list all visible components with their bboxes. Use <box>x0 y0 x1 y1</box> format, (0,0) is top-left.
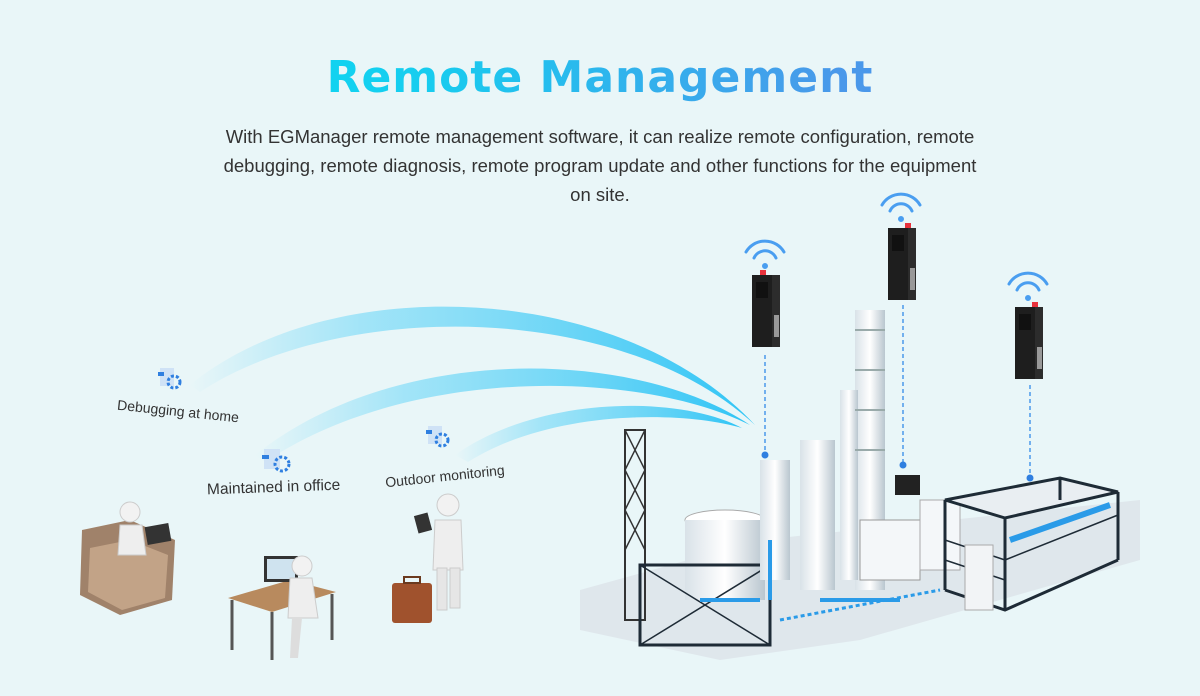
gateway-device <box>744 239 786 347</box>
signal-arc-outdoor <box>455 405 742 462</box>
signal-arc-office <box>255 368 750 462</box>
outdoor-person-illustration <box>392 493 464 623</box>
signal-arc-home <box>190 306 755 425</box>
factory-illustration <box>580 310 1140 660</box>
settings-document-icon <box>262 449 291 473</box>
gateway-device <box>1007 271 1049 379</box>
page-title: Remote Management <box>0 52 1200 103</box>
settings-document-icon <box>158 368 182 390</box>
signal-arcs <box>190 306 755 462</box>
device-connectors <box>764 305 1031 478</box>
wifi-icon <box>880 192 922 222</box>
gateway-device <box>880 192 922 300</box>
home-person-illustration <box>80 501 175 615</box>
wifi-icon <box>1007 271 1049 301</box>
wifi-icon <box>744 239 786 269</box>
settings-document-icon <box>426 426 450 448</box>
page-description: With EGManager remote management softwar… <box>223 126 977 205</box>
office-person-illustration <box>228 555 336 660</box>
